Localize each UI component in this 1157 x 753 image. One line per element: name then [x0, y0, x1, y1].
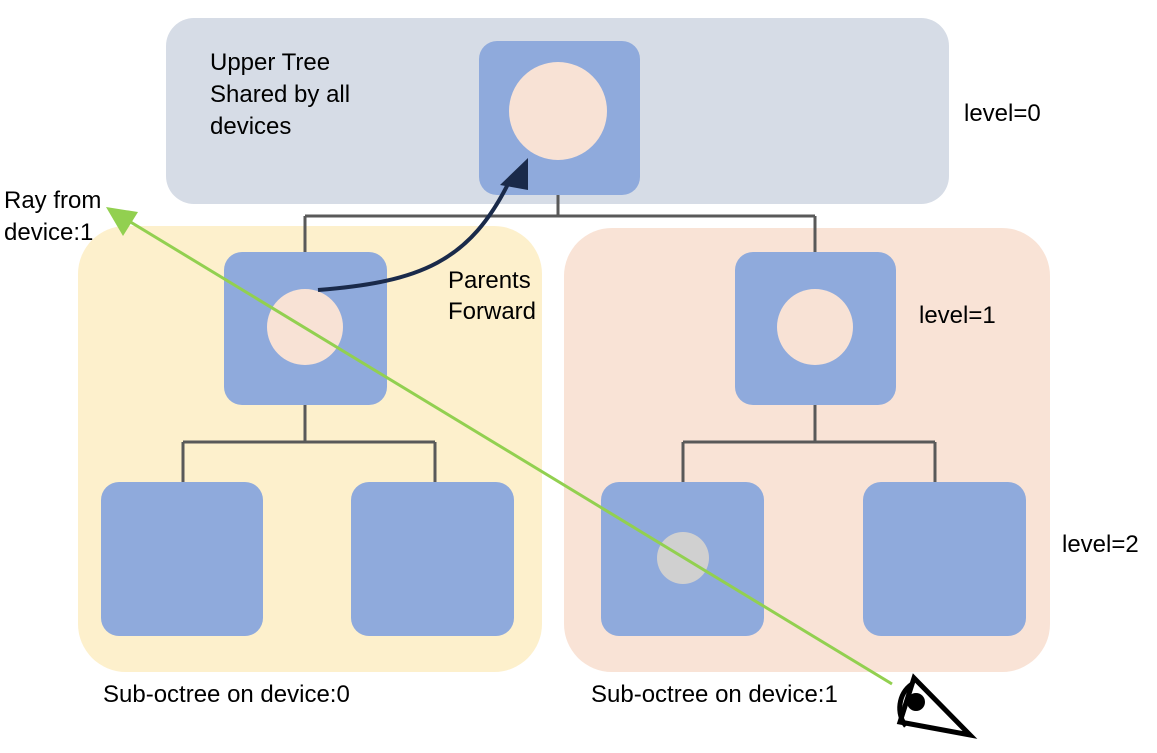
tree-connectors — [181, 194, 937, 482]
device0-leaf-left — [101, 482, 263, 636]
level-0-label: level=0 — [964, 100, 1041, 127]
level-1-label: level=1 — [919, 302, 996, 329]
root-node-circle — [509, 62, 607, 160]
eye-icon — [896, 673, 978, 739]
device0-leaf-right — [351, 482, 514, 636]
upper-tree-label-line-1: Upper Tree — [210, 49, 330, 76]
parents-forward-arrowhead — [500, 158, 528, 190]
ray-label-line-2: device:1 — [4, 219, 93, 246]
device1-level1-circle — [777, 289, 853, 365]
ray-label: Ray from device:1 — [4, 187, 108, 246]
ray-line — [109, 209, 893, 686]
upper-tree-label: Upper Tree Shared by all devices — [210, 49, 357, 140]
parents-forward-arrow — [317, 179, 512, 292]
sub-octree-device1-label: Sub-octree on device:1 — [591, 681, 838, 708]
ray-label-line-1: Ray from — [4, 187, 101, 214]
upper-tree-label-line-3: devices — [210, 113, 291, 140]
parents-forward-label: Parents Forward — [448, 267, 537, 325]
ray-arrowhead — [106, 207, 138, 236]
device1-leaf-right — [863, 482, 1026, 636]
level-2-label: level=2 — [1062, 531, 1139, 558]
parents-forward-label-line-2: Forward — [448, 298, 536, 325]
parents-forward-label-line-1: Parents — [448, 267, 531, 294]
sub-octree-device0-label: Sub-octree on device:0 — [103, 681, 350, 708]
upper-tree-label-line-2: Shared by all — [210, 81, 350, 108]
